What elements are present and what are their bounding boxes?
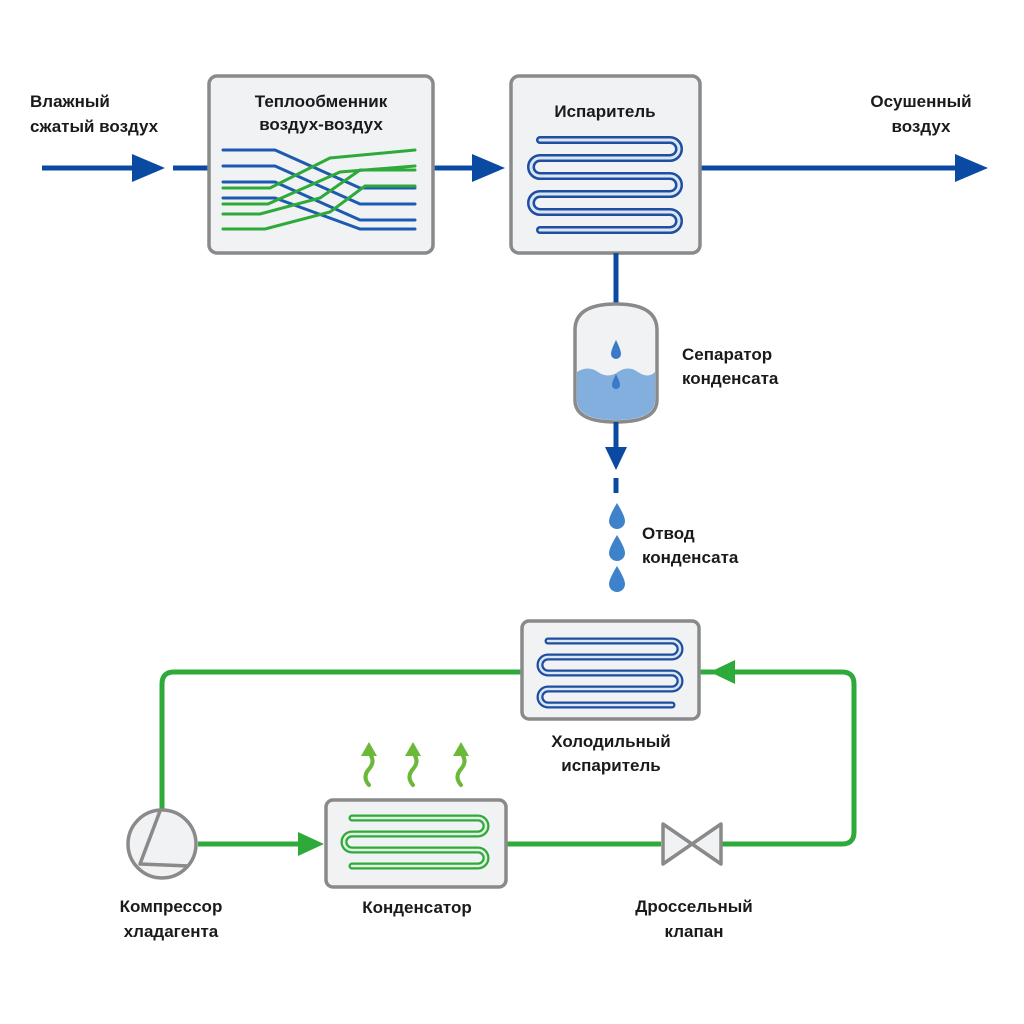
separator-label-line1: Сепаратор (682, 345, 772, 364)
inlet-label-line2: сжатый воздух (30, 117, 159, 136)
valve-icon (661, 822, 694, 866)
hx-to-evaporator-line (433, 154, 505, 182)
hx-crossflow-icon (221, 148, 417, 231)
drop-icon (609, 566, 625, 592)
valve-label-line2: клапан (665, 922, 724, 941)
air-air-heat-exchanger: Теплообменник воздух-воздух (207, 74, 435, 255)
condenser (324, 798, 508, 889)
to-condenser-arrow-icon (298, 832, 324, 856)
cold-evaporator-label-line2: испаритель (561, 756, 661, 775)
hx-label-line1: Теплообменник (255, 92, 388, 111)
drop-icon (609, 503, 625, 529)
condensate-separator (573, 302, 659, 424)
drain-arrow-icon (605, 447, 627, 470)
heat-release-icons (363, 751, 467, 787)
outlet-label-line2: воздух (892, 117, 951, 136)
refrigerant-loop (159, 669, 857, 847)
drain-label-line2: конденсата (642, 548, 739, 567)
drain-line (605, 422, 627, 493)
drop-icon (609, 535, 625, 561)
evaporator: Испаритель (509, 74, 702, 255)
compressor-label-line2: хладагента (124, 922, 219, 941)
heat-wave-icon (455, 751, 467, 787)
drain-label-line1: Отвод (642, 524, 695, 543)
outlet-label-line1: Осушенный (870, 92, 971, 111)
evaporator-label: Испаритель (554, 102, 655, 121)
inlet-label-line1: Влажный (30, 92, 110, 111)
cold-evaporator-label-line1: Холодильный (551, 732, 671, 751)
separator-water (577, 368, 655, 420)
heat-wave-icon (407, 751, 419, 787)
separator-drop-icon (611, 340, 621, 359)
valve-label-line1: Дроссельный (635, 897, 753, 916)
compressor-icon (126, 808, 198, 880)
hx-label-line2: воздух-воздух (259, 115, 383, 134)
refrigerant-compressor (126, 808, 198, 880)
air-outlet-line (700, 154, 988, 182)
refrigeration-evaporator (520, 619, 701, 721)
condensate-drops (609, 503, 625, 592)
throttle-valve (661, 822, 723, 866)
separator-label-line2: конденсата (682, 369, 779, 388)
inlet-arrow-icon (132, 154, 165, 182)
compressor-label-line1: Компрессор (120, 897, 223, 916)
cold-evap-return-arrow-icon (710, 660, 735, 684)
outlet-arrow-icon (955, 154, 988, 182)
heat-wave-icon (363, 751, 375, 787)
condenser-label: Конденсатор (362, 898, 472, 917)
hx-out-arrow-icon (472, 154, 505, 182)
air-inlet-line (42, 154, 210, 182)
